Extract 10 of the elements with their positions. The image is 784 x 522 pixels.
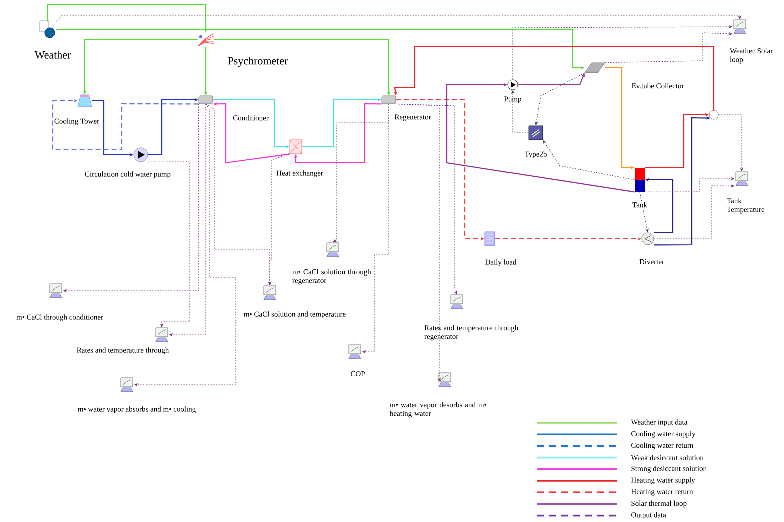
component: Weather — [34, 20, 72, 59]
node-label: Psychrometer — [228, 57, 288, 67]
node-label: Weather — [34, 51, 72, 59]
pipe-line — [294, 103, 382, 164]
signal-line — [396, 104, 442, 382]
component: Psychrometer — [198, 34, 288, 67]
pipe-line — [52, 99, 199, 151]
signal-line — [56, 16, 742, 22]
tee-valve — [709, 110, 719, 120]
pipe-line — [446, 83, 635, 193]
